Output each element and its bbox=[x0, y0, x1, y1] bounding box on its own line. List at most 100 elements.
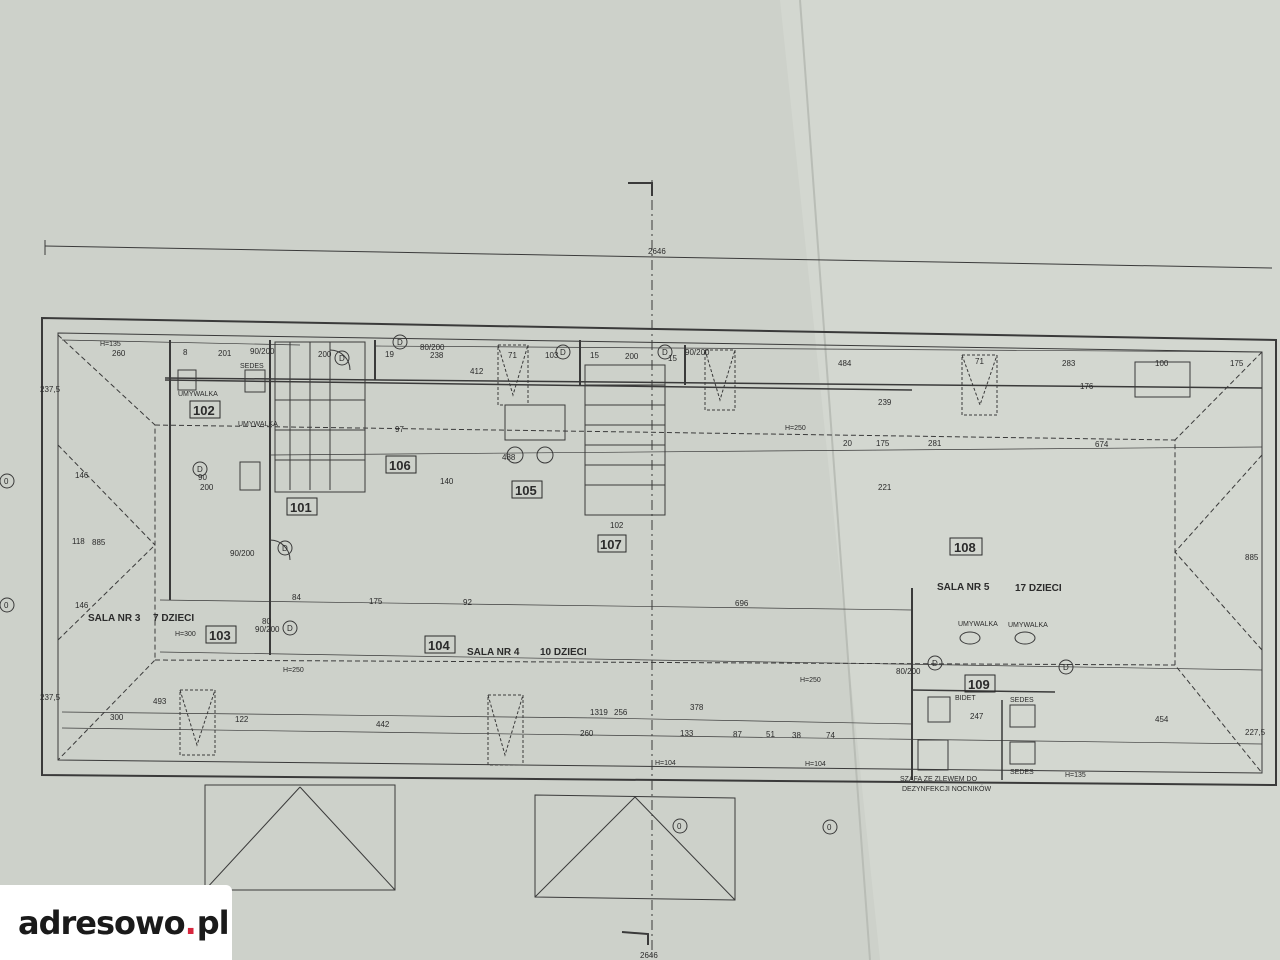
dimension: 122 bbox=[235, 715, 249, 724]
dimension: 1319 bbox=[590, 708, 608, 717]
dimension: 146 bbox=[75, 601, 89, 610]
dimension: 102 bbox=[610, 521, 624, 530]
dimension: 238 bbox=[430, 351, 444, 360]
dimension: 71 bbox=[975, 357, 984, 366]
room-109-fixture: UMYWALKA bbox=[1008, 622, 1048, 629]
room-105-number: 105 bbox=[515, 483, 537, 498]
room-103-capacity: 7 DZIECI bbox=[153, 613, 194, 624]
dimension: 200 bbox=[625, 352, 639, 361]
room-108-capacity: 17 DZIECI bbox=[1015, 583, 1062, 594]
bidet-icon bbox=[927, 696, 951, 723]
dimension: 885 bbox=[1245, 553, 1259, 562]
room-104-number: 104 bbox=[428, 638, 450, 653]
door-label: D bbox=[339, 354, 345, 363]
dimension: 15 bbox=[668, 354, 677, 363]
dimension: 237,5 bbox=[40, 693, 61, 702]
dimension: 256 bbox=[614, 708, 628, 717]
watermark-dot: . bbox=[184, 903, 197, 942]
overall-dimension-bottom: 2646 bbox=[640, 951, 658, 960]
door-size: 80/200 bbox=[896, 667, 921, 676]
dimension: 140 bbox=[440, 477, 454, 486]
dimension: 260 bbox=[580, 729, 594, 738]
axis-marker bbox=[822, 819, 838, 835]
dimension: 454 bbox=[1155, 715, 1169, 724]
dimension: 176 bbox=[1080, 382, 1094, 391]
section-marker-bottom bbox=[621, 931, 649, 945]
room-101-number: 101 bbox=[290, 500, 312, 515]
dimension: 239 bbox=[878, 398, 892, 407]
watermark-brand: adresowo bbox=[18, 903, 186, 942]
room-103-label: SALA NR 3 bbox=[88, 613, 141, 624]
door-label: D bbox=[197, 465, 203, 474]
dimension: 200 bbox=[200, 483, 214, 492]
room-107-number: 107 bbox=[600, 537, 622, 552]
axis-marker-label: 0 bbox=[4, 601, 9, 610]
section-marker-top bbox=[628, 182, 653, 196]
skylight bbox=[179, 344, 998, 766]
dimension: 74 bbox=[826, 731, 835, 740]
dimension: 696 bbox=[735, 599, 749, 608]
height-label: H=135 bbox=[100, 341, 121, 348]
room-103-number: 103 bbox=[209, 628, 231, 643]
roof-outline bbox=[57, 334, 1263, 774]
room-102-fixture: UMYWALKA bbox=[178, 391, 218, 398]
dimension: 281 bbox=[928, 439, 942, 448]
dimension: 488 bbox=[502, 453, 516, 462]
axis-marker bbox=[672, 818, 688, 834]
door-size: 90/200 bbox=[255, 625, 280, 634]
dimension: 118 bbox=[72, 537, 85, 546]
dimension: 97 bbox=[395, 425, 404, 434]
toilet-icon bbox=[1009, 741, 1036, 765]
overall-dimension-top: 2646 bbox=[648, 247, 666, 256]
room-104-label: SALA NR 4 bbox=[467, 647, 520, 658]
dimension: 247 bbox=[970, 712, 984, 721]
axis-marker bbox=[0, 473, 15, 489]
dimension: 200 bbox=[318, 350, 332, 359]
dimension: 51 bbox=[766, 730, 775, 739]
door-label: D bbox=[287, 624, 293, 633]
height-label: H=250 bbox=[785, 425, 806, 432]
dimension: 103 bbox=[545, 351, 559, 360]
washbasin-icon bbox=[959, 631, 981, 645]
height-label: H=104 bbox=[805, 761, 826, 768]
dimension: 237,5 bbox=[40, 385, 61, 394]
dimension: 92 bbox=[463, 598, 472, 607]
room-108-label: SALA NR 5 bbox=[937, 582, 990, 593]
door-size: 90/200 bbox=[230, 549, 255, 558]
dimension: 90 bbox=[198, 473, 207, 482]
dimension: 100 bbox=[1155, 359, 1169, 368]
door-label: D bbox=[397, 338, 403, 347]
dimension: 885 bbox=[92, 538, 106, 547]
overall-dimension-line bbox=[44, 245, 1273, 269]
door-label: D bbox=[560, 348, 566, 357]
dimension: 8 bbox=[183, 348, 188, 357]
toilet-icon bbox=[1009, 704, 1036, 728]
dimension: 20 bbox=[843, 439, 852, 448]
room-109-number: 109 bbox=[968, 677, 990, 692]
watermark-logo: adresowo.pl bbox=[0, 885, 232, 960]
dimension: 260 bbox=[112, 349, 126, 358]
door-size: 80/200 bbox=[420, 343, 445, 352]
note-line-1: SZAFA ZE ZLEWEM DO bbox=[900, 776, 978, 783]
room-102-fixture: SEDES bbox=[240, 363, 264, 370]
height-label: H=300 bbox=[175, 631, 196, 638]
door-label: D bbox=[1063, 663, 1069, 672]
height-label: H=104 bbox=[655, 760, 676, 767]
watermark-tld: pl bbox=[196, 903, 230, 942]
paper-fold-line bbox=[799, 0, 871, 960]
sink-cabinet bbox=[917, 739, 949, 771]
height-label: H=135 bbox=[1065, 772, 1086, 779]
dimension: 84 bbox=[292, 593, 301, 602]
note-line-2: DEZYNFEKCJI NOCNIKÓW bbox=[902, 784, 991, 793]
dimension: 175 bbox=[876, 439, 890, 448]
room-108-number: 108 bbox=[954, 540, 976, 555]
dimension: 80 bbox=[262, 617, 271, 626]
room-104-capacity: 10 DZIECI bbox=[540, 647, 587, 658]
staircase-right bbox=[584, 364, 666, 516]
dimension: 38 bbox=[792, 731, 801, 740]
room-106-number: 106 bbox=[389, 458, 411, 473]
dimension: 175 bbox=[1230, 359, 1244, 368]
door-swing bbox=[192, 334, 1074, 675]
inner-wall-outline bbox=[57, 332, 1263, 774]
door-size: 90/200 bbox=[685, 348, 710, 357]
